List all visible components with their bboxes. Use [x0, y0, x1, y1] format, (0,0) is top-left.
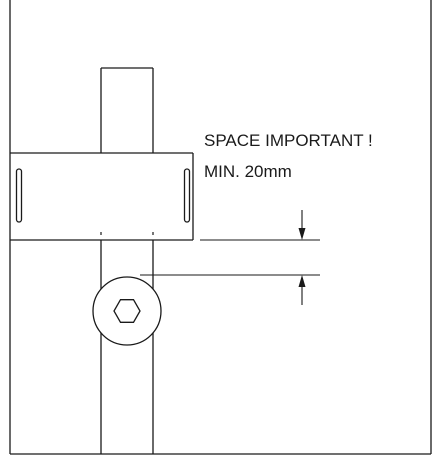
annotation-line-1: SPACE IMPORTANT !: [204, 131, 373, 150]
hidden-line-marks: [100, 232, 154, 235]
drawing-frame: [9, 0, 432, 455]
right-slot: [183, 168, 191, 223]
hex-socket: [113, 299, 141, 323]
hex-socket-screw: [92, 276, 162, 346]
left-slot: [15, 168, 23, 223]
screw-head: [92, 276, 162, 346]
annotation-line-2: MIN. 20mm: [204, 162, 292, 181]
arrowhead-up: [298, 275, 306, 287]
arrowhead-down: [298, 228, 306, 240]
dimension-arrowheads: [298, 228, 306, 287]
dimension-lines: [140, 210, 320, 305]
vertical-post: [100, 67, 154, 454]
clamp-block: [10, 152, 194, 241]
